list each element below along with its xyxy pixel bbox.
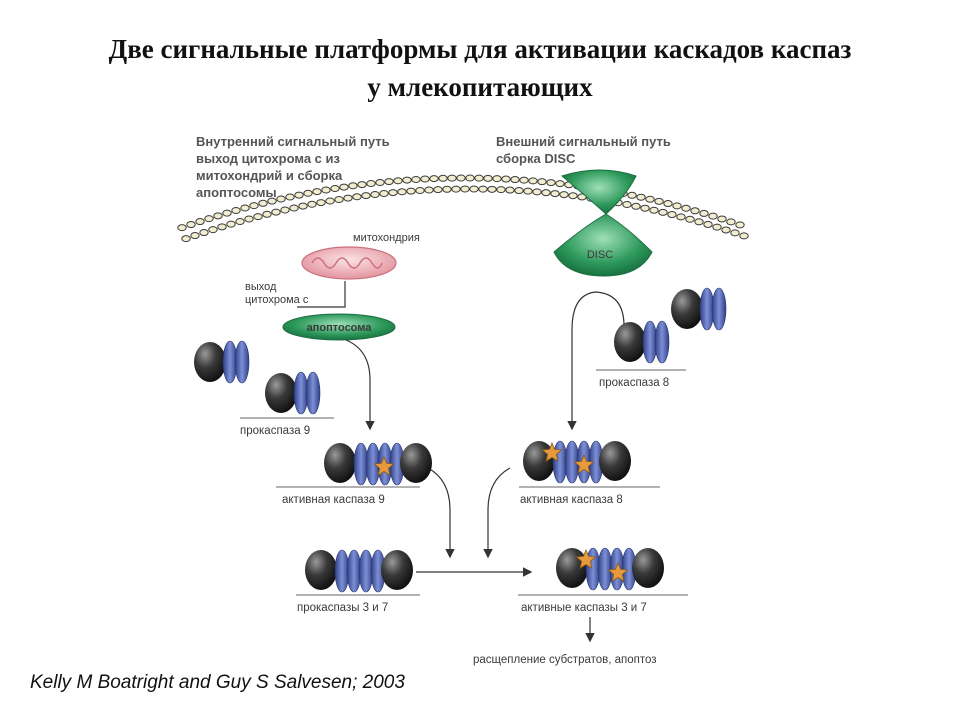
procaspase-8-label: прокаспаза 8 xyxy=(599,377,669,389)
arrow-caspase8-to-cascade xyxy=(483,467,511,559)
procaspase-9-label: прокаспаза 9 xyxy=(240,425,310,437)
active-caspases-3-7-label: активные каспазы 3 и 7 xyxy=(521,602,647,614)
active-site-star-icon xyxy=(575,548,597,569)
caspase-blue-subunit xyxy=(711,287,727,331)
active-site-star-icon xyxy=(573,453,595,474)
caspase-dark-domain xyxy=(400,443,432,483)
apoptosome xyxy=(282,313,396,341)
caspase-molecules xyxy=(194,287,727,593)
caspase-dark-domain xyxy=(632,548,664,588)
disc-complex: DISC xyxy=(553,169,653,277)
intrinsic-pathway-header: Внутренний сигнальный путь выход цитохро… xyxy=(196,134,393,200)
label-underlines xyxy=(240,369,688,596)
caspase-dark-domain xyxy=(381,550,413,590)
extrinsic-pathway-header: Внешний сигнальный путь сборка DISC xyxy=(496,134,675,166)
arrow-apoptosome-to-caspase9 xyxy=(345,339,375,431)
caspase-dark-domain xyxy=(305,550,337,590)
apoptosome-label: апоптосома xyxy=(307,322,373,334)
caspase-dark-domain xyxy=(265,373,297,413)
disc-label: DISC xyxy=(587,249,613,261)
cytochrome-release-arrow xyxy=(297,281,346,308)
caspase-dark-domain xyxy=(599,441,631,481)
arrow-disc-to-caspase8 xyxy=(567,291,625,431)
caspase-dark-domain xyxy=(671,289,703,329)
arrow-caspase9-to-cascade xyxy=(427,467,455,559)
caspase-blue-subunit xyxy=(305,371,321,415)
active-site-star-icon xyxy=(373,455,395,476)
caspase-blue-subunit xyxy=(234,340,250,384)
procaspases-3-7-label: прокаспазы 3 и 7 xyxy=(297,602,388,614)
title-line-1: Две сигнальные платформы для активации к… xyxy=(108,34,852,64)
caspase-dark-domain xyxy=(614,322,646,362)
slide-title: Две сигнальные платформы для активации к… xyxy=(0,30,960,106)
active-caspase-9-label: активная каспаза 9 xyxy=(282,494,385,506)
citation: Kelly M Boatright and Guy S Salvesen; 20… xyxy=(30,672,405,693)
active-caspase-8-label: активная каспаза 8 xyxy=(520,494,623,506)
cytochrome-c-label: выход цитохрома с xyxy=(245,281,309,306)
title-line-2: у млекопитающих xyxy=(367,72,593,102)
caspase-dark-domain xyxy=(556,548,588,588)
mitochondria xyxy=(301,246,397,280)
substrate-cleavage-label: расщепление субстратов, апоптоз xyxy=(473,654,657,666)
caspase-dark-domain xyxy=(194,342,226,382)
active-site-star-icon xyxy=(541,441,563,462)
active-site-star-icon xyxy=(607,561,629,582)
caspase-blue-subunit xyxy=(654,320,670,364)
mitochondria-label: митохондрия xyxy=(353,232,420,244)
caspase-dark-domain xyxy=(324,443,356,483)
